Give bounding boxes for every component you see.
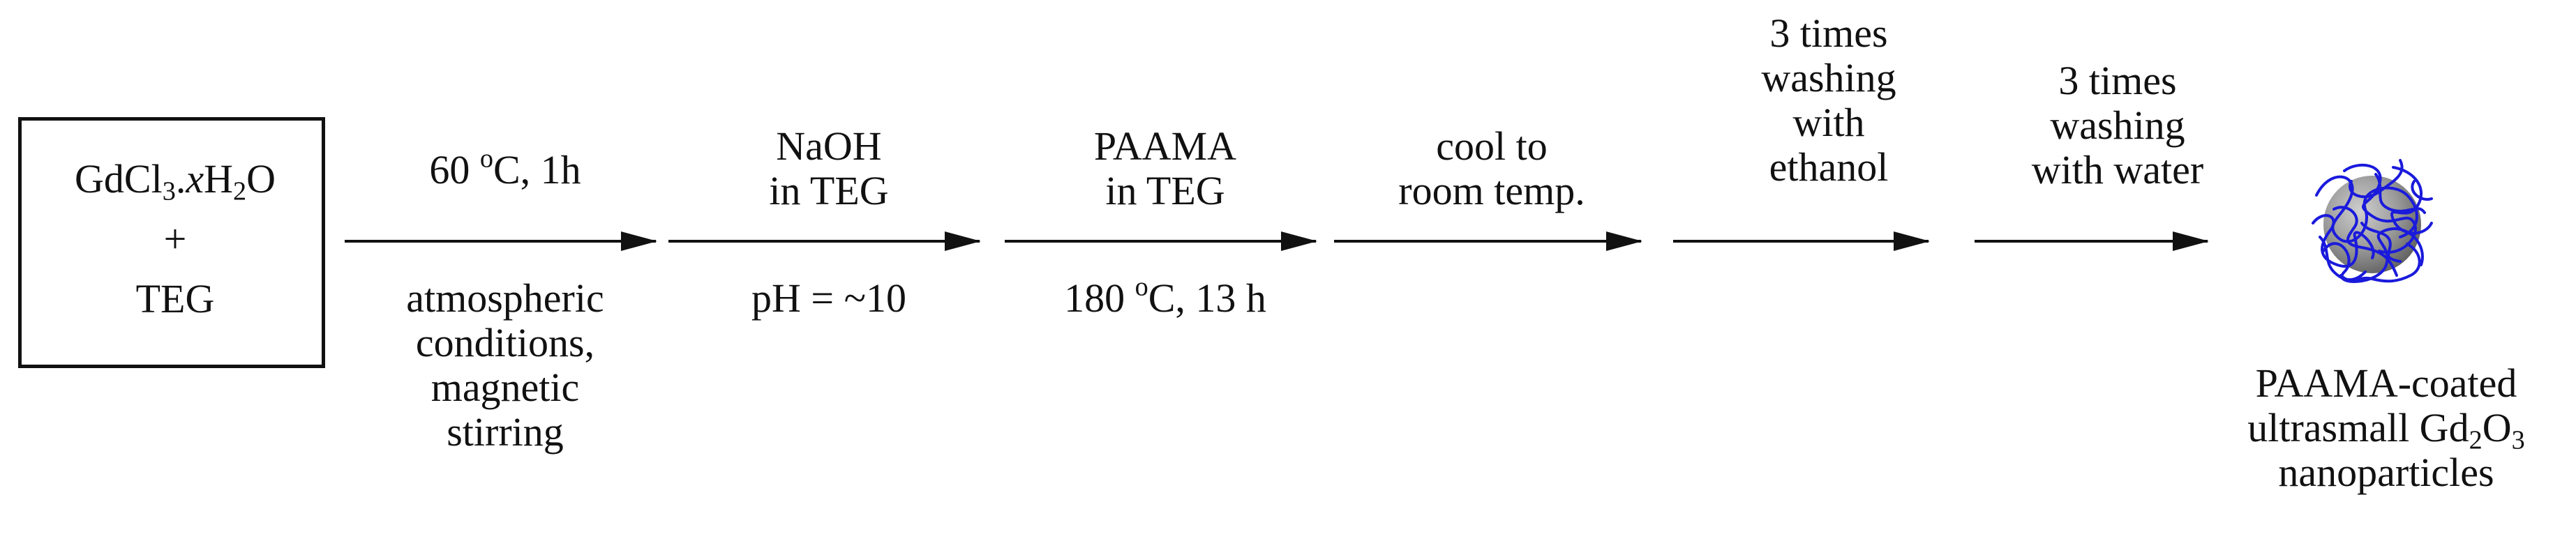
polymer-coating bbox=[2312, 159, 2433, 283]
nanoparticle-illustration bbox=[2312, 159, 2433, 283]
solvent-label: TEG bbox=[135, 276, 215, 321]
step-2-arrow bbox=[668, 231, 981, 251]
reagent-formula: GdCl3.xH2O bbox=[75, 156, 276, 206]
step-5-arrow bbox=[1673, 231, 1930, 251]
step-4-above: cool to room temp. bbox=[1398, 123, 1585, 213]
step-3-above: PAAMA in TEG bbox=[1093, 123, 1237, 213]
plus-sign: + bbox=[163, 216, 187, 261]
step-4-arrow bbox=[1334, 231, 1642, 251]
starting-materials-box: GdCl3.xH2O + TEG bbox=[18, 117, 325, 368]
step-1-above: 60 oC, 1h bbox=[429, 144, 581, 192]
step-1-below: atmospheric conditions, magnetic stirrin… bbox=[406, 275, 604, 455]
step-1-arrow bbox=[345, 231, 657, 251]
step-3-arrow bbox=[1005, 231, 1317, 251]
step-2-below: pH = ~10 bbox=[751, 275, 906, 321]
product-label: PAAMA-coated ultrasmall Gd2O3 nanopartic… bbox=[2247, 360, 2525, 495]
step-2-above: NaOH in TEG bbox=[769, 123, 889, 213]
step-3-below: 180 oC, 13 h bbox=[1064, 272, 1266, 321]
step-6-arrow bbox=[1975, 231, 2209, 251]
step-6-above: 3 times washing with water bbox=[2031, 58, 2204, 192]
step-5-above: 3 times washing with ethanol bbox=[1761, 10, 1896, 190]
